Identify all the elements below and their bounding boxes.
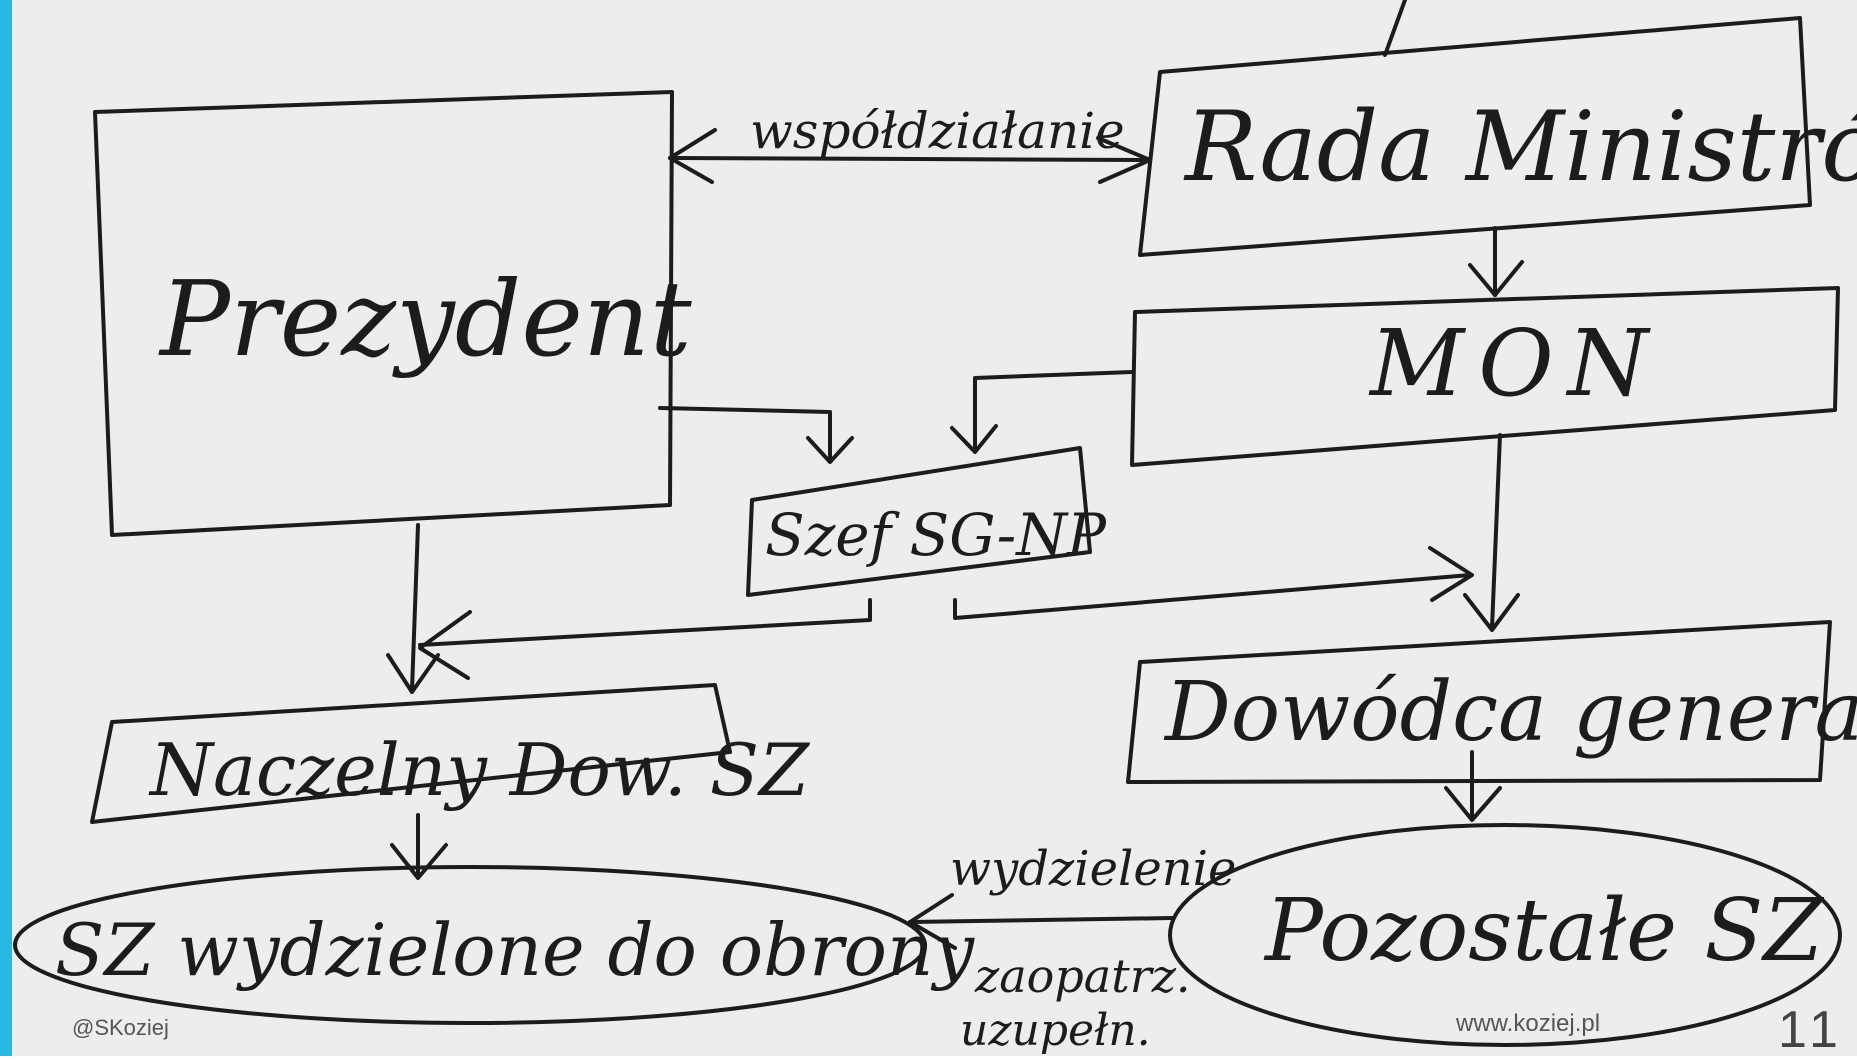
wydzielenie-arrowhead bbox=[908, 893, 957, 950]
mon-to-szef-arrow bbox=[973, 370, 1134, 452]
szef-to-dowodca-arrow bbox=[953, 573, 1472, 620]
naczelny-dow-box bbox=[90, 683, 732, 824]
szef-sg-box bbox=[746, 446, 1092, 597]
mon-to-dowodca-arrowhead bbox=[1463, 593, 1520, 632]
rada-to-mon-arrowhead bbox=[1468, 260, 1524, 297]
paper-background bbox=[12, 0, 1857, 1056]
szef-sg-label: Szef SG-NP bbox=[765, 501, 1107, 569]
dowodca-to-pozostale-arrowhead bbox=[1444, 786, 1502, 822]
zaopatrzenie-label-line1: zaopatrz. bbox=[974, 949, 1191, 1003]
wspoldzialanie-arrow bbox=[668, 156, 1152, 162]
rada-ministrow-box bbox=[1138, 16, 1812, 257]
prezydent-label: Prezydent bbox=[158, 258, 692, 380]
top-connector-line bbox=[1383, 0, 1407, 57]
wydzielenie-arrow bbox=[908, 916, 1174, 924]
pozostale-sz-label: Pozostałe SZ bbox=[1263, 881, 1824, 981]
szef-to-naczelny-arrow bbox=[418, 598, 872, 647]
dowodca-generalny-label: Dowódca generalny bbox=[1163, 665, 1857, 760]
mon-label: MON bbox=[1368, 310, 1662, 417]
prezydent-to-naczelny-arrow bbox=[410, 523, 420, 692]
szef-to-naczelny-arrowhead bbox=[418, 610, 472, 680]
zaopatrzenie-label-line2: uzupełn. bbox=[960, 1005, 1151, 1056]
wspoldzialanie-label: współdziałanie bbox=[750, 102, 1125, 160]
mon-box bbox=[1130, 286, 1840, 467]
naczelny-to-sz-arrowhead bbox=[390, 843, 448, 880]
wydzielenie-label: wydzielenie bbox=[950, 841, 1236, 897]
prezydent-box bbox=[93, 90, 674, 537]
dowodca-generalny-box bbox=[1126, 620, 1832, 784]
sz-wydzielone-label: SZ wydzielone do obrony bbox=[55, 908, 975, 992]
szef-to-dowodca-arrowhead bbox=[1428, 546, 1474, 602]
wspoldzialanie-arrowhead-right bbox=[1096, 136, 1152, 184]
sz-wydzielone-ellipse bbox=[13, 865, 927, 1025]
mon-to-dowodca-arrow bbox=[1490, 433, 1502, 630]
wspoldzialanie-arrowhead-left bbox=[668, 128, 717, 184]
slide-accent-bar bbox=[0, 0, 12, 1056]
footer-website[interactable]: www.koziej.pl bbox=[1456, 1010, 1601, 1037]
prezydent-to-naczelny-arrowhead bbox=[386, 653, 440, 694]
prezydent-to-szef-arrow bbox=[658, 406, 832, 462]
naczelny-dow-label: Naczelny Dow. SZ bbox=[148, 728, 811, 812]
mon-to-szef-arrowhead bbox=[950, 424, 998, 454]
pozostale-sz-ellipse bbox=[1168, 823, 1842, 1047]
rada-ministrow-label: Rada Ministrów bbox=[1183, 91, 1857, 203]
page-number: 11 bbox=[1778, 1001, 1844, 1059]
prezydent-to-szef-arrowhead bbox=[806, 436, 854, 464]
footer-author: @SKoziej bbox=[72, 1015, 169, 1040]
